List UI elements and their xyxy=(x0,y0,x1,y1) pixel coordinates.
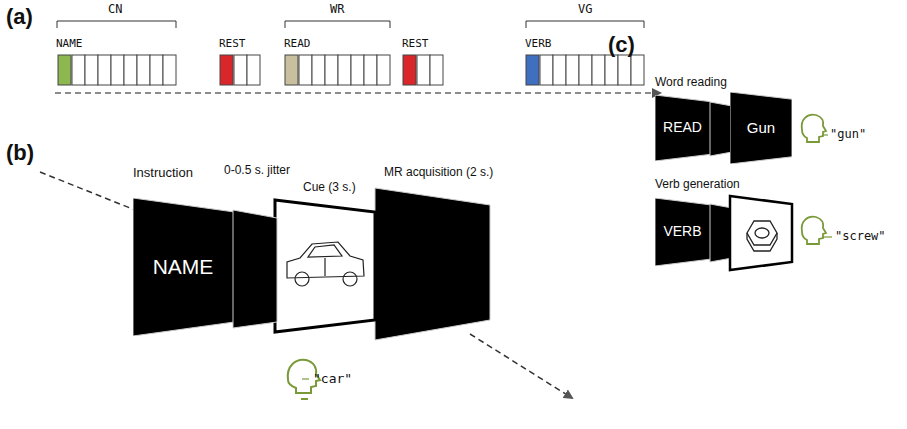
block-label: REST xyxy=(402,38,429,51)
trial-block xyxy=(430,55,443,85)
trial-block xyxy=(312,55,325,85)
step-label: 0-0.5 s. jitter xyxy=(224,164,290,178)
trial-block xyxy=(566,55,579,85)
condition-label: CN xyxy=(108,3,122,17)
trial-block xyxy=(417,55,430,85)
trial-block xyxy=(285,55,298,85)
trial-block xyxy=(111,55,124,85)
block-label: READ xyxy=(284,38,311,51)
trial-block xyxy=(137,55,150,85)
car-drawing xyxy=(287,242,364,286)
trial-block xyxy=(338,55,351,85)
speech-dash xyxy=(302,378,309,379)
task-label: Verb generation xyxy=(655,178,740,192)
screen-text: READ xyxy=(663,120,702,135)
jitter-screen xyxy=(710,204,732,262)
trial-block xyxy=(377,55,390,85)
panel-label: (b) xyxy=(6,140,34,165)
instruction-screen: NAME xyxy=(133,198,233,336)
trial-block xyxy=(299,55,312,85)
trial-block xyxy=(85,55,98,85)
jitter-screen xyxy=(233,210,277,328)
speech-dash xyxy=(822,134,828,135)
block-label: NAME xyxy=(56,38,83,51)
spoken-word: "car" xyxy=(313,372,352,387)
timeline xyxy=(58,55,644,85)
trial-block xyxy=(163,55,176,85)
trial-block xyxy=(403,55,416,85)
speaker-head xyxy=(802,115,826,244)
screen-text: Gun xyxy=(747,120,775,137)
trial-block xyxy=(72,55,85,85)
trial-block xyxy=(526,55,539,85)
trial-block xyxy=(553,55,566,85)
mr-screen xyxy=(375,188,490,340)
trial-block xyxy=(540,55,553,85)
instruction-screen: READ xyxy=(655,95,710,161)
cue-screen xyxy=(730,196,792,270)
trial-block xyxy=(579,55,592,85)
trial-block xyxy=(364,55,377,85)
panel-label: (a) xyxy=(6,4,33,29)
time-arrow xyxy=(470,334,572,398)
trial-block xyxy=(98,55,111,85)
spoken-word: "screw" xyxy=(835,230,886,244)
screen-text: VERB xyxy=(663,224,701,239)
trial-block xyxy=(150,55,163,85)
spoken-word: "gun" xyxy=(830,128,866,142)
bracket xyxy=(57,21,644,28)
condition-label: WR xyxy=(330,3,344,17)
speech-dash xyxy=(822,236,832,237)
trial-block xyxy=(247,55,260,85)
trial-block xyxy=(325,55,338,85)
trial-block xyxy=(618,55,631,85)
condition-label: VG xyxy=(578,3,592,17)
trial-block xyxy=(351,55,364,85)
instruction-screen: VERB xyxy=(655,198,710,266)
instruction-screen: Gun xyxy=(730,92,792,164)
trial-block xyxy=(592,55,605,85)
jitter-screen xyxy=(710,102,732,156)
panel-label: (c) xyxy=(608,32,635,57)
step-label: MR acquisition (2 s.) xyxy=(384,166,493,180)
trial-block xyxy=(605,55,618,85)
step-label: Cue (3 s.) xyxy=(303,181,356,195)
cue-screen xyxy=(275,200,375,332)
trial-block xyxy=(124,55,137,85)
block-label: REST xyxy=(219,38,246,51)
trial-block xyxy=(58,55,71,85)
trial-block xyxy=(234,55,247,85)
task-label: Word reading xyxy=(655,76,727,90)
trial-block xyxy=(631,55,644,85)
nut-drawing xyxy=(747,221,777,251)
trial-block xyxy=(220,55,233,85)
time-arrow xyxy=(55,92,660,94)
screen-text: NAME xyxy=(153,255,214,278)
step-label: Instruction xyxy=(133,166,193,181)
time-arrow xyxy=(40,172,135,210)
block-label: VERB xyxy=(525,38,552,51)
